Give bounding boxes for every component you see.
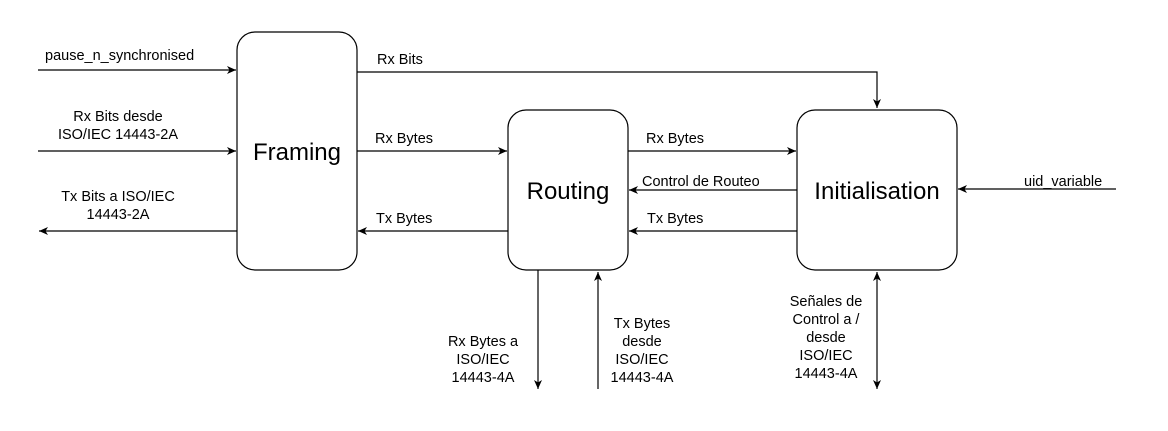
tx-bytes-in-4a-label-line2: desde — [622, 334, 662, 350]
tx-bits-out-label-line2: 14443-2A — [87, 207, 150, 223]
framing-label: Framing — [253, 139, 341, 166]
rx-bytes-framing-routing-label: Rx Bytes — [375, 131, 433, 147]
tx-bytes-in-4a-label-line4: 14443-4A — [611, 370, 674, 386]
rx-bytes-out-4a-signal: Rx Bytes a ISO/IEC 14443-4A — [448, 270, 542, 389]
control-signals-4a-label-line2: Control a / — [793, 312, 861, 328]
rx-bytes-out-4a-label-line1: Rx Bytes a — [448, 334, 519, 350]
control-signals-4a-label-line1: Señales de — [790, 294, 863, 310]
tx-bytes-routing-framing-label: Tx Bytes — [376, 211, 432, 227]
tx-bytes-in-4a-signal: Tx Bytes desde ISO/IEC 14443-4A — [594, 272, 674, 389]
rx-bytes-routing-init-signal: Rx Bytes — [628, 131, 796, 155]
control-routeo-label: Control de Routeo — [642, 174, 760, 190]
tx-bits-out-signal: Tx Bits a ISO/IEC 14443-2A — [39, 189, 237, 235]
tx-bytes-in-4a-label-line3: ISO/IEC — [615, 352, 668, 368]
initialisation-label: Initialisation — [814, 178, 939, 205]
control-signals-4a-label-line4: ISO/IEC — [799, 348, 852, 364]
tx-bits-out-label-line1: Tx Bits a ISO/IEC — [61, 189, 175, 205]
tx-bytes-in-4a-label-line1: Tx Bytes — [614, 316, 670, 332]
rx-bits-in-label-line1: Rx Bits desde — [73, 109, 162, 125]
rx-bits-in-label-line2: ISO/IEC 14443-2A — [58, 127, 178, 143]
control-signals-4a-label-line3: desde — [806, 330, 846, 346]
rx-bytes-framing-routing-signal: Rx Bytes — [357, 131, 507, 155]
control-signals-4a-signal: Señales de Control a / desde ISO/IEC 144… — [790, 272, 881, 389]
routing-label: Routing — [527, 178, 610, 205]
rx-bits-to-init-label: Rx Bits — [377, 52, 423, 68]
pause-signal: pause_n_synchronised — [38, 48, 236, 74]
routing-block: Routing — [507, 109, 629, 271]
tx-bytes-routing-framing-signal: Tx Bytes — [358, 211, 508, 235]
rx-bytes-out-4a-label-line3: 14443-4A — [452, 370, 515, 386]
control-routeo-signal: Control de Routeo — [629, 174, 797, 194]
pause-signal-label: pause_n_synchronised — [45, 48, 194, 64]
rx-bytes-routing-init-label: Rx Bytes — [646, 131, 704, 147]
tx-bytes-init-routing-signal: Tx Bytes — [629, 211, 797, 235]
rx-bits-to-init-signal: Rx Bits — [357, 52, 881, 108]
rx-bits-in-signal: Rx Bits desde ISO/IEC 14443-2A — [38, 109, 236, 155]
uid-variable-signal: uid_variable — [958, 174, 1116, 193]
rx-bytes-out-4a-label-line2: ISO/IEC — [456, 352, 509, 368]
initialisation-block: Initialisation — [796, 109, 958, 271]
tx-bytes-init-routing-label: Tx Bytes — [647, 211, 703, 227]
control-signals-4a-label-line5: 14443-4A — [795, 366, 858, 382]
uid-variable-label: uid_variable — [1024, 174, 1102, 190]
framing-block: Framing — [236, 31, 358, 271]
